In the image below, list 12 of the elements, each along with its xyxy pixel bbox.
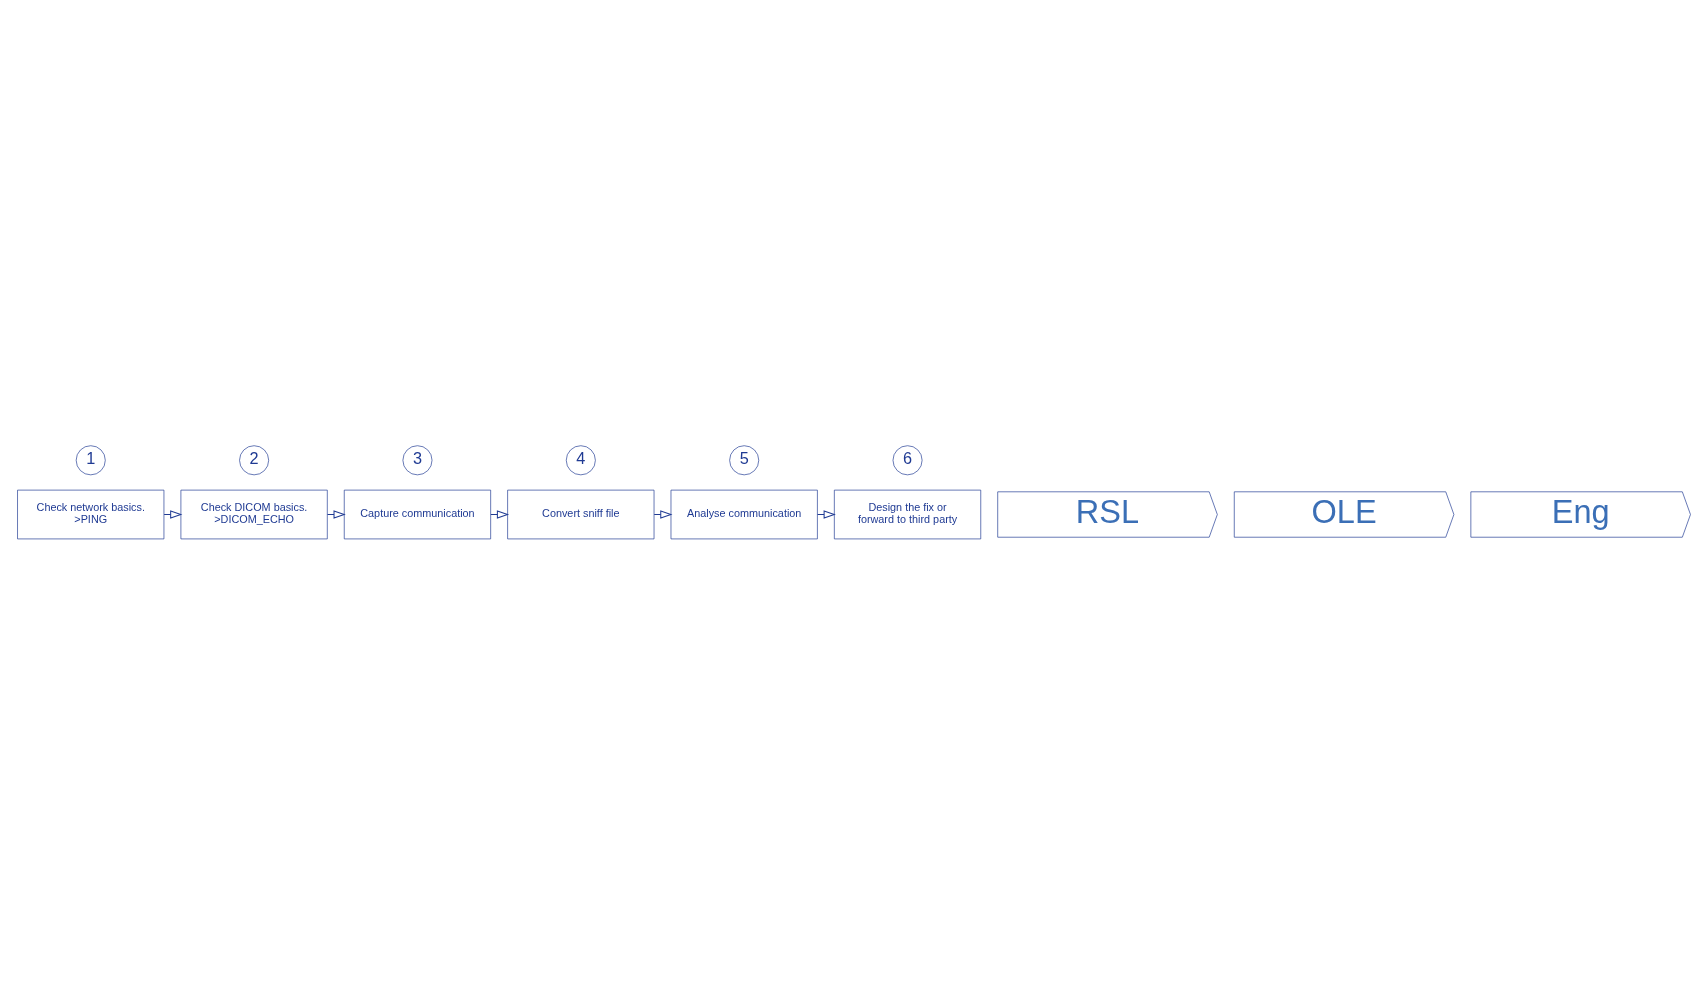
node-box: Check DICOM basics. >DICOM_ECHO bbox=[180, 489, 328, 540]
node-circle: 5 bbox=[729, 445, 760, 476]
node-circle: 2 bbox=[239, 445, 269, 476]
node-circle: 6 bbox=[892, 445, 923, 476]
node-box: Capture communication bbox=[343, 489, 491, 540]
node-box: Analyse communication bbox=[670, 489, 818, 540]
node-box: Convert sniff file bbox=[507, 489, 655, 540]
node-box: Design the fix or forward to third party bbox=[834, 489, 982, 540]
node-circle: 3 bbox=[402, 445, 433, 476]
node-circle: 4 bbox=[565, 445, 596, 476]
node-box: Check network basics. >PING bbox=[17, 489, 165, 540]
node-circle: 1 bbox=[75, 445, 106, 476]
